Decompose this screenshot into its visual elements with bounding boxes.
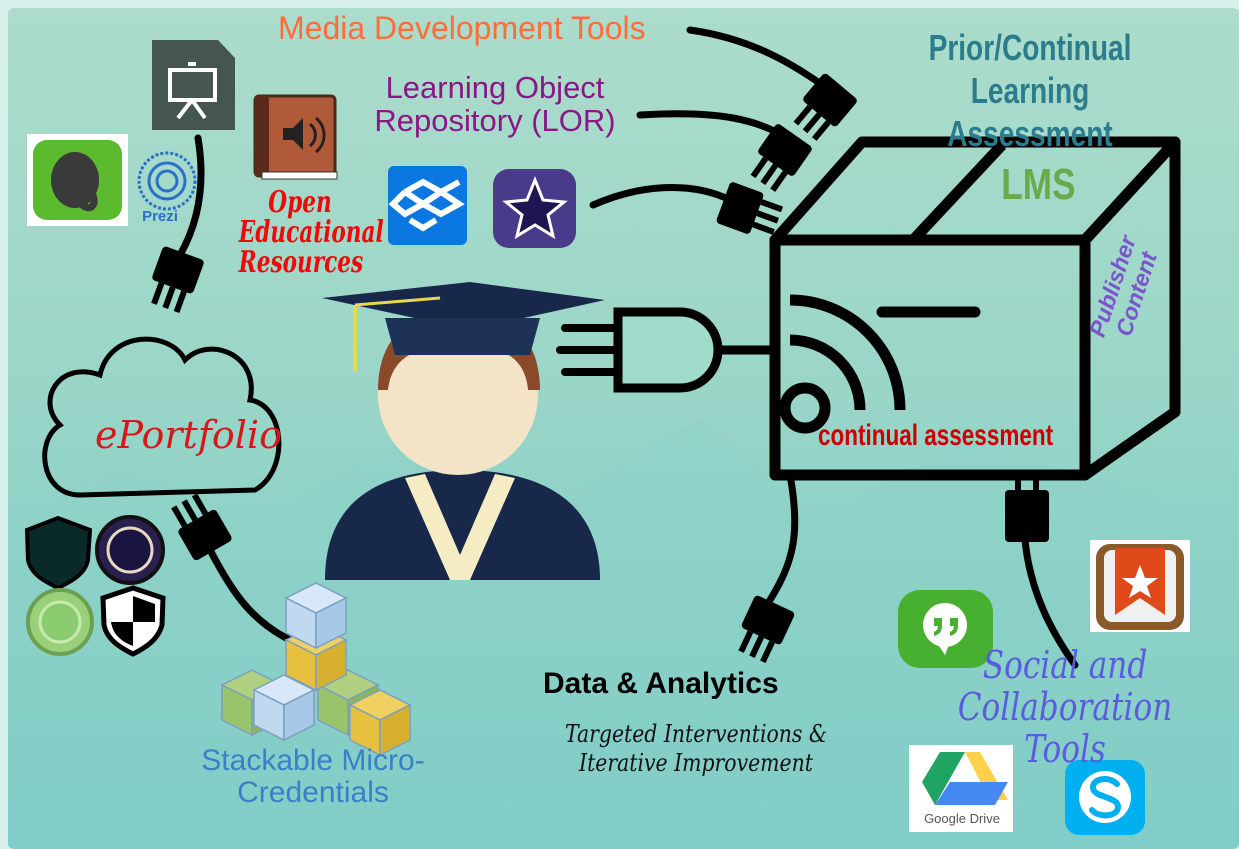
micro-credential-cubes — [220, 582, 412, 757]
prezi-icon — [137, 151, 197, 211]
evernote-icon — [27, 134, 128, 226]
graduation-cap-icon — [322, 282, 605, 330]
diagram-graphics — [8, 26, 1239, 849]
plug-icon — [716, 182, 784, 235]
continual-assessment-label: continual assessment — [818, 419, 1054, 452]
micro-credentials-label: Stackable Micro-Credentials — [201, 744, 425, 809]
imovie-icon — [493, 169, 576, 248]
skype-icon — [1065, 760, 1145, 835]
lms-box — [769, 136, 1181, 481]
student-body — [325, 470, 600, 580]
box-side — [1080, 136, 1181, 480]
presentation-icon — [152, 40, 235, 130]
plug-icon — [793, 73, 857, 141]
badges — [24, 515, 166, 657]
wifi-arc — [789, 294, 906, 411]
shield-badge-icon — [24, 515, 93, 591]
cube — [252, 674, 316, 742]
wifi-dot — [779, 382, 831, 434]
diagram-canvas: Media Development Tools Prior/Continual … — [8, 8, 1239, 849]
plug-icon — [171, 493, 232, 561]
cable-lor — [636, 110, 794, 144]
plugs — [151, 73, 1049, 664]
plug-icon — [738, 595, 795, 664]
plug-icon — [1005, 490, 1049, 542]
lms-label: LMS — [1001, 160, 1076, 209]
cable-data — [766, 471, 799, 604]
prior-learning-label: Prior/Continual Learning Assessment — [928, 27, 1132, 155]
cube — [284, 582, 348, 650]
cable-imovie — [589, 184, 734, 209]
plug-icon — [750, 124, 812, 192]
student-plug-icon — [556, 307, 723, 393]
student-figure — [322, 282, 605, 580]
google-drive-label: Google Drive — [924, 811, 1000, 826]
wunderlist-icon — [1090, 540, 1190, 632]
interventions-label: Targeted Interventions & Iterative Impro… — [564, 720, 828, 777]
cube — [348, 689, 412, 757]
box-front — [769, 234, 1091, 481]
dropbox-icon — [388, 166, 467, 245]
cable-social — [1021, 536, 1079, 669]
student-collar — [405, 474, 515, 580]
social-tools-label: Social and Collaboration Tools — [957, 643, 1173, 771]
prezi-label: Prezi — [142, 208, 178, 225]
media-tools-label: Media Development Tools — [278, 10, 646, 46]
data-analytics-label: Data & Analytics — [543, 667, 779, 700]
google-drive-icon — [909, 745, 1013, 832]
lor-label: Learning Object Repository (LOR) — [374, 70, 616, 138]
plug-icon — [151, 246, 204, 314]
box-top — [769, 136, 1181, 246]
cable-credentials — [201, 536, 294, 644]
eportfolio-label: ePortfolio — [95, 413, 282, 457]
background-shape — [8, 420, 1239, 849]
hangouts-icon — [898, 590, 993, 668]
audiobook-icon — [253, 94, 338, 180]
wifi-arc — [789, 334, 866, 411]
eportfolio-cloud-icon — [42, 336, 282, 498]
cable-eportfolio-top — [176, 134, 205, 259]
cable-media — [686, 26, 834, 94]
